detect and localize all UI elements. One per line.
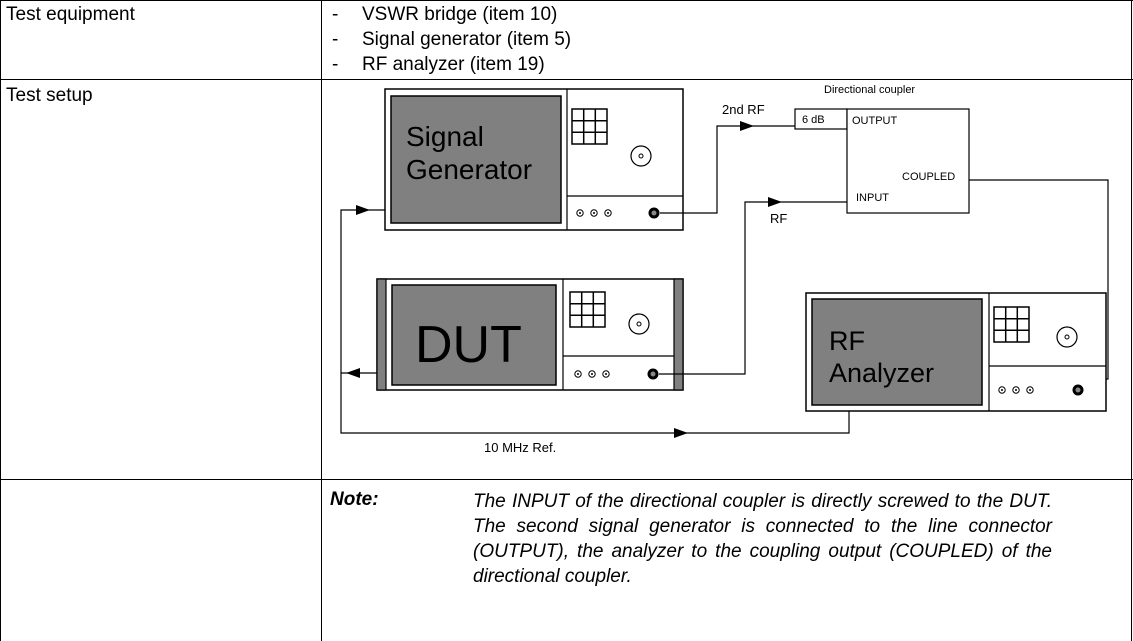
test-setup-diagram: Signal Generator DUT RF Analyzer Directi…: [340, 84, 1109, 455]
keypad-icon: [569, 291, 606, 328]
list-dash: -: [332, 54, 339, 75]
list-item: - VSWR bridge (item 10): [330, 3, 557, 27]
connector-icon: [576, 209, 612, 217]
signal-generator-label-line1: Signal: [406, 121, 484, 152]
rf-analyzer-device: RF Analyzer: [805, 292, 1107, 412]
row-divider-2: [0, 479, 1133, 480]
connector-icon: [998, 386, 1034, 394]
second-rf-label: 2nd RF: [722, 102, 765, 117]
row-divider-1: [0, 79, 1133, 80]
column-divider: [321, 0, 322, 641]
table-border-top: [0, 0, 1133, 1]
test-setup-label: Test setup: [0, 84, 320, 108]
arrow-rf: [768, 197, 782, 207]
test-equipment-label: Test equipment: [0, 3, 320, 27]
table-border-left: [0, 0, 1, 641]
list-dash: -: [332, 29, 339, 50]
rf-analyzer-label-line2: Analyzer: [829, 358, 934, 388]
test-equipment-label-text: Test equipment: [6, 4, 135, 25]
knob-icon: [628, 313, 650, 335]
rf-connector-icon: [1072, 384, 1084, 396]
equipment-item-generator: Signal generator (item 5): [362, 29, 572, 50]
equipment-item-vswr: VSWR bridge (item 10): [362, 4, 558, 25]
arrow-sig-gen-in: [356, 205, 370, 215]
rf-connector-icon: [648, 207, 660, 219]
rf-analyzer-label-line1: RF: [829, 326, 865, 356]
rf-label: RF: [770, 211, 787, 226]
table-border-right: [1131, 0, 1132, 641]
arrow-2nd-rf: [740, 121, 754, 131]
signal-generator-device: Signal Generator: [384, 88, 684, 231]
test-setup-label-text: Test setup: [6, 85, 93, 106]
knob-icon: [630, 145, 652, 167]
note-heading: Note:: [330, 489, 379, 510]
directional-coupler-title: Directional coupler: [824, 84, 915, 96]
note-cell: Note: The INPUT of the directional coupl…: [322, 480, 1131, 641]
directional-coupler: Directional coupler 6 dB OUTPUT COUPLED …: [794, 84, 970, 214]
equipment-list: - VSWR bridge (item 10) - Signal generator…: [330, 0, 1120, 79]
coupled-port-label: COUPLED: [902, 171, 955, 183]
knob-icon: [1056, 326, 1078, 348]
list-item: - Signal generator (item 5): [330, 28, 571, 52]
dut-device: DUT: [376, 278, 684, 391]
dut-label: DUT: [415, 316, 522, 374]
keypad-icon: [993, 306, 1030, 343]
note-text: The INPUT of the directional coupler is …: [473, 491, 1052, 587]
connector-icon: [574, 370, 610, 378]
ref-10mhz-label: 10 MHz Ref.: [484, 440, 556, 455]
attenuator-label: 6 dB: [802, 114, 825, 126]
arrow-dut-out: [346, 368, 360, 378]
wiring: [340, 125, 1109, 434]
input-port-label: INPUT: [856, 192, 889, 204]
keypad-icon: [571, 108, 608, 145]
rf-connector-icon: [647, 368, 659, 380]
signal-generator-label-line2: Generator: [406, 154, 532, 185]
equipment-item-analyzer: RF analyzer (item 19): [362, 54, 545, 75]
output-port-label: OUTPUT: [852, 115, 898, 127]
arrow-ref: [674, 428, 688, 438]
list-item: - RF analyzer (item 19): [330, 53, 545, 77]
list-dash: -: [332, 4, 339, 25]
